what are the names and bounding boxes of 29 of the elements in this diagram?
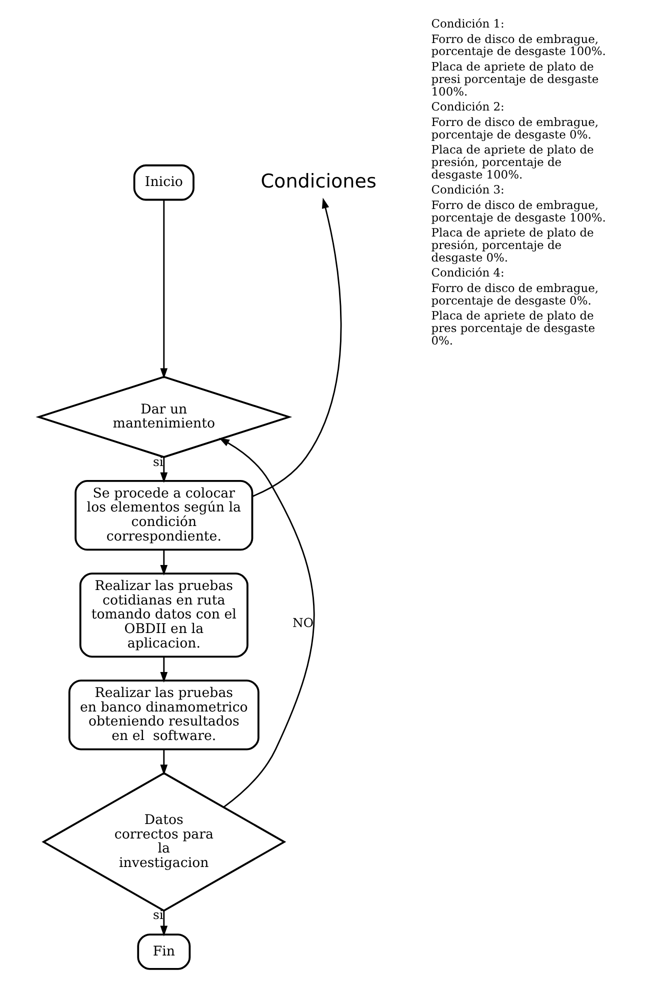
label: Placa de apriete de plato de presión, porcentaje de desgaste 100%.: [430, 142, 594, 182]
label: Forro de disco de embrague, porcentaje de desgaste 100%.: [430, 32, 606, 58]
arrow: [252, 198, 342, 498]
edge-label: NO: [292, 615, 314, 630]
node-diamond: Dar un mantenimiento: [35, 376, 292, 458]
label: Forro de disco de embrague, porcentaje de desgaste 100%.: [430, 198, 606, 224]
label: Condición 2:: [430, 100, 504, 114]
arrow: [160, 656, 168, 683]
node-box: Realizar las pruebas en banco dinamometrico obteniendo resultados en el software.: [68, 680, 259, 750]
node-box: Realizar las pruebas cotidianas en ruta tomando datos con el OBDII en la aplicacion.: [78, 572, 248, 658]
node-diamond: Datos correctos para la investigacion: [41, 772, 286, 912]
node-box: Se procede a colocar los elementos según la condición correspondiente.: [74, 480, 253, 551]
label: Forro de disco de embrague, porcentaje de desgaste 0%.: [430, 280, 598, 308]
label: Placa de apriete de plato de pres porcentaje de desgaste 0%.: [430, 308, 594, 348]
node-box: Fin: [136, 934, 190, 970]
arrow: [160, 749, 168, 776]
label: Condición 4:: [430, 266, 504, 280]
label: Condición 3:: [430, 182, 504, 197]
label: Placa de apriete de plato de presión, porcentaje de desgaste 0%.: [430, 226, 594, 264]
label: Forro de disco de embrague, porcentaje de desgaste 0%.: [430, 114, 598, 142]
label: Placa de apriete de plato de presi porcentaje de desgaste 100%.: [430, 59, 598, 98]
arrow: [160, 550, 168, 576]
label: Condición 1:: [430, 16, 504, 30]
node-text: Condiciones: [260, 169, 376, 192]
arrow: [160, 457, 168, 483]
arrow: [218, 438, 314, 808]
arrow: [160, 910, 168, 936]
node-box: Inicio: [132, 164, 194, 201]
arrow: [160, 200, 168, 379]
